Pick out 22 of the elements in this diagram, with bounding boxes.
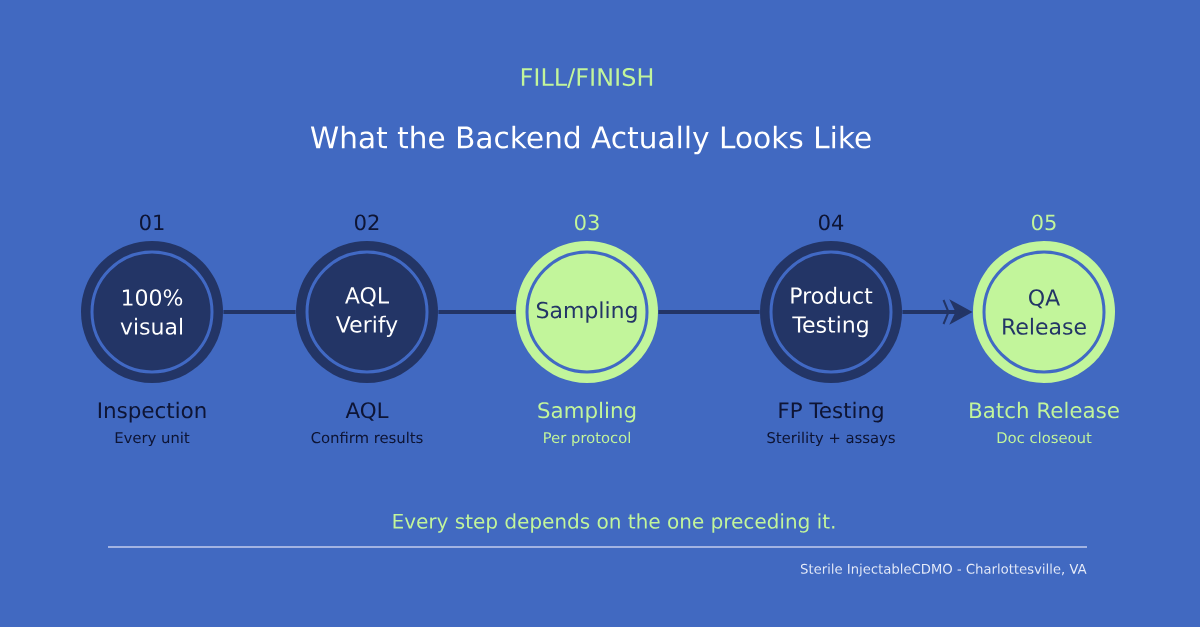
connector-line — [438, 310, 516, 314]
step-title: AQL — [345, 402, 389, 421]
step-title: Batch Release — [970, 401, 1119, 419]
step-title: Inspection — [98, 401, 206, 423]
title: What the Backend Actually Looks Like — [310, 125, 871, 155]
footer-text: Sterile InjectableCDMO - Charlottesville, VA — [800, 563, 1087, 577]
connector-line — [223, 310, 296, 314]
step-subtitle: Sterility + assays — [767, 431, 895, 447]
step-number: 03 — [575, 214, 599, 231]
step-number: 02 — [355, 214, 379, 231]
step-number: 05 — [1032, 214, 1056, 231]
step-subtitle: Doc closeout — [997, 431, 1092, 444]
step-subtitle: Per protocol — [544, 431, 630, 447]
connector-line — [658, 310, 760, 314]
step-number: 01 — [140, 214, 164, 231]
step-title: Sampling — [538, 401, 636, 423]
step-subtitle: Every unit — [115, 431, 190, 447]
step-number: 04 — [819, 214, 844, 231]
kicker-text: FILL/FINISH — [521, 68, 653, 88]
step-subtitle: Confirm results — [311, 431, 423, 444]
caption: Every step depends on the one preceding it. — [393, 513, 835, 533]
step-title: FP Testing — [779, 401, 883, 423]
